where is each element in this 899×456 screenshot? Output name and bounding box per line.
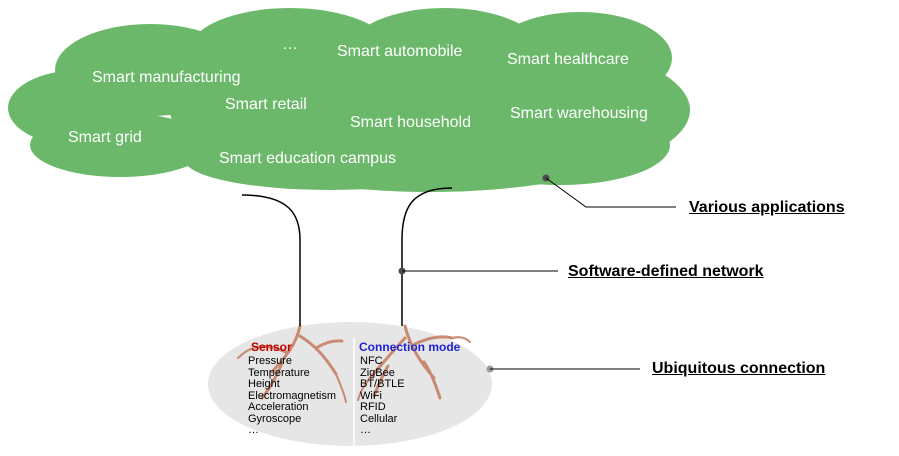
label-smart-automobile: Smart automobile [337, 43, 463, 60]
sensor-list-item: Pressure [248, 355, 293, 367]
connection-mode-list-item: WiFi [360, 389, 382, 402]
sensor-list-item: Gyroscope [248, 412, 302, 425]
label-smart-education-campus: Smart education campus [219, 150, 396, 167]
root-ellipse [208, 322, 492, 446]
sensor-list-item: Height [248, 378, 280, 390]
label-smart-healthcare: Smart healthcare [507, 51, 629, 68]
callout-various-applications: Various applications [689, 199, 845, 216]
connection-mode-list-item: … [360, 424, 371, 436]
connection-mode-list-item: Cellular [360, 412, 398, 425]
label-smart-manufacturing: Smart manufacturing [92, 69, 241, 86]
sensor-list-item: Electromagnetism [248, 389, 337, 402]
label-smart-household: Smart household [350, 114, 471, 131]
label-smart-retail: Smart retail [225, 96, 307, 113]
leader-various-applications [542, 174, 676, 208]
connection-mode-list-item: NFC [360, 355, 383, 367]
connection-mode-list-item: BT/BTLE [360, 378, 405, 390]
leader-software-defined-network [398, 267, 558, 275]
root-branches [237, 324, 471, 403]
label-smart-grid: Smart grid [68, 129, 142, 146]
connection-mode-title: Connection mode [359, 340, 461, 354]
sensor-title: Sensor [251, 340, 292, 354]
leader-ubiquitous-connection [486, 365, 640, 373]
connection-mode-list-item: RFID [360, 401, 386, 413]
cloud-ellipsis: … [282, 36, 298, 53]
trunk-left-line [241, 194, 301, 326]
sensor-list-item: Temperature [248, 366, 310, 379]
trunk-right-line [401, 187, 453, 326]
connection-mode-list-item: ZigBee [360, 366, 395, 379]
sensor-list-item: … [248, 424, 259, 436]
callout-ubiquitous-connection: Ubiquitous connection [652, 360, 826, 377]
label-smart-warehousing: Smart warehousing [510, 105, 648, 122]
callout-software-defined-network: Software-defined network [568, 263, 764, 280]
application-cloud [8, 8, 690, 192]
sensor-list-item: Acceleration [248, 401, 309, 413]
